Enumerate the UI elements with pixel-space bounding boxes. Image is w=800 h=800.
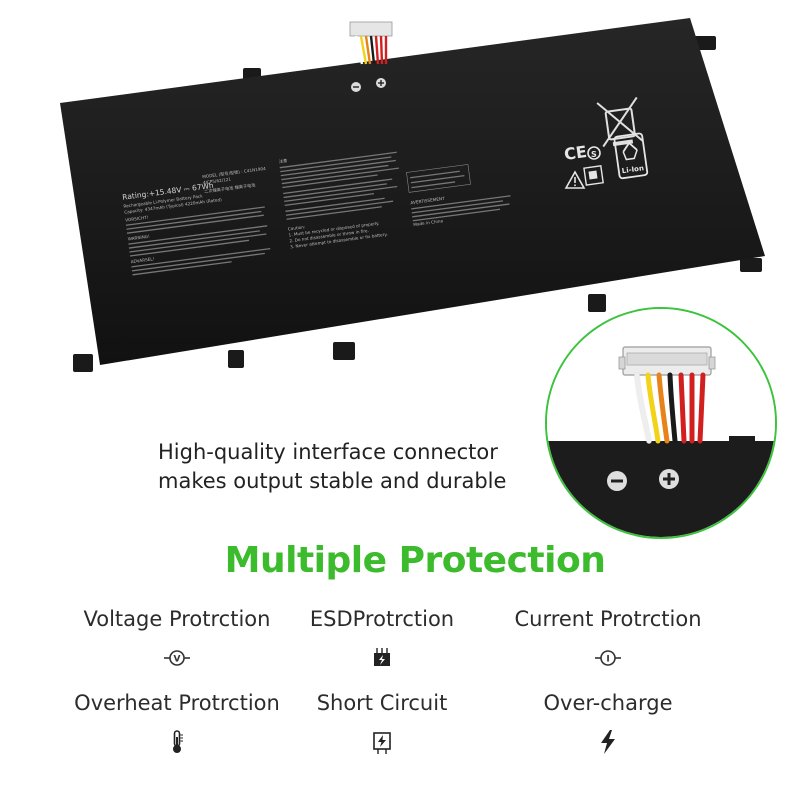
feature-overheat-protection: Overheat Protrction	[47, 691, 307, 755]
feature-label: Over-charge	[543, 691, 673, 715]
current-icon: I	[595, 650, 621, 666]
rcm-mark-icon: S	[587, 146, 601, 160]
feature-voltage-protection: Voltage Protrction V	[47, 607, 307, 671]
svg-text:CE: CE	[563, 142, 588, 164]
zoom-battery-body	[547, 441, 775, 537]
feature-label: Voltage Protrction	[83, 607, 271, 631]
svg-text:V: V	[174, 655, 181, 665]
battery-warning-text: WARNING!	[127, 234, 150, 242]
feature-label: Overheat Protrction	[74, 691, 280, 715]
battery-connector	[349, 21, 393, 65]
zoom-connector-wires	[634, 372, 706, 444]
feature-current-protection: Current Protrction I	[478, 607, 738, 671]
feature-label: Short Circuit	[316, 691, 448, 715]
feature-esd-protection: ESDProtrction	[252, 607, 512, 671]
thermometer-icon	[173, 730, 183, 753]
feature-label: ESDProtrction	[309, 607, 455, 631]
battery-cells-text: 4ICP5/62/121	[203, 176, 232, 185]
positive-terminal-icon	[659, 469, 679, 489]
svg-text:S: S	[591, 150, 597, 159]
feature-short-circuit: Short Circuit	[252, 691, 512, 755]
protection-headline: Multiple Protection	[224, 540, 606, 581]
battery-jp-header-text: 注意	[279, 157, 288, 165]
li-ion-label: Li-Ion	[621, 164, 644, 175]
connector-zoom-detail	[545, 307, 777, 539]
battery-vorsicht-text: VORSICHT!	[125, 215, 149, 223]
zoom-connector-housing	[618, 346, 716, 376]
lightning-bolt-icon	[601, 730, 615, 754]
battery-advarsel-text: ADVARSEL!	[130, 256, 154, 264]
battery-negative-marker	[351, 82, 361, 92]
warning-triangle-icon	[564, 170, 586, 189]
battery-product-image: Rating:+15.48V ⎓ 67Wh MODEL (型号/型號) : C4…	[0, 0, 800, 380]
feature-over-charge: Over-charge	[478, 691, 738, 755]
qr-mark-icon	[583, 165, 604, 186]
ce-mark-icon: CE	[563, 142, 588, 164]
svg-text:I: I	[606, 655, 609, 665]
negative-terminal-icon	[607, 471, 627, 491]
li-ion-recycle-icon: Li-Ion	[613, 132, 649, 180]
battery-avertissement-text: AVERTISSEMENT	[410, 196, 445, 206]
caption-line-2: makes output stable and durable	[158, 469, 507, 493]
connector-caption: High-quality interface connector makes o…	[158, 438, 538, 496]
battery-body	[60, 18, 765, 365]
short-circuit-icon	[373, 732, 391, 754]
battery-caution-text: Caution:	[288, 224, 306, 231]
voltage-icon: V	[164, 650, 190, 666]
feature-label: Current Protrction	[514, 607, 702, 631]
battery-made-in-text: Made in China	[413, 218, 444, 227]
esd-chip-icon	[374, 648, 390, 666]
caption-line-1: High-quality interface connector	[158, 440, 498, 464]
battery-positive-marker	[376, 78, 386, 88]
